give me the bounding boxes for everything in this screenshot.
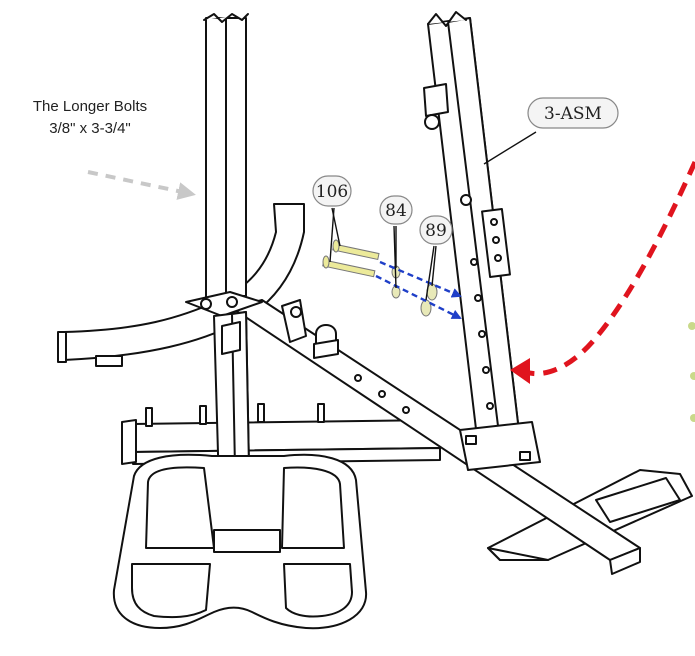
pedal-center-block: [213, 529, 281, 553]
upright-knob: [460, 194, 472, 206]
callout-bubble: [379, 195, 413, 225]
crossbar-tab: [257, 403, 265, 423]
pedal-pad: [145, 466, 215, 549]
bolt-note-title: The Longer Bolts: [32, 98, 148, 115]
bolt-head: [332, 239, 340, 253]
bolt-note-size: 3/8" x 3-3/4": [49, 120, 131, 137]
beam-clamp-ring: [313, 339, 339, 359]
diagonal-main-beam-side: [609, 547, 641, 575]
callout-bubble: [312, 175, 352, 207]
upright-hole: [478, 330, 486, 338]
lower-stem-link: [221, 321, 241, 355]
callout-leaders: [329, 131, 537, 301]
bracket-hole: [290, 306, 302, 318]
upright-break: [427, 11, 467, 27]
plate-hole: [494, 254, 502, 262]
bolt-note: The Longer Bolts 3/8" x 3-3/4": [0, 96, 180, 140]
bolt-106-upper: [332, 243, 380, 261]
move-arrow-head: [510, 358, 530, 384]
right-base-foot-plate: [595, 477, 681, 523]
beam-hole: [402, 406, 410, 414]
callout-89-label: 89: [425, 221, 447, 241]
callout-assembly-label: 3-ASM: [544, 104, 602, 124]
upright-base-bracket: [459, 421, 541, 471]
rear-crossbar-end: [121, 419, 137, 465]
offscreen-part: [688, 322, 695, 330]
bolt-106-lower: [322, 259, 376, 278]
junction-bolt: [200, 298, 212, 310]
junction-plate: [185, 291, 263, 317]
callout-106-label: 106: [316, 182, 348, 202]
pedal-pad: [283, 563, 353, 618]
crossbar-tab: [199, 405, 207, 425]
upright-hole: [486, 402, 494, 410]
offscreen-part: [690, 372, 695, 380]
leader-89: [425, 245, 435, 301]
front-post-left: [205, 17, 227, 301]
upright-hole: [470, 258, 478, 266]
insert-arrow-lower: [375, 274, 462, 320]
leader-assembly: [483, 131, 537, 165]
callout-84-label: 84: [385, 201, 407, 221]
washer-89: [420, 299, 432, 317]
machine-frame: [57, 11, 693, 630]
pedal-pad: [131, 563, 211, 619]
rear-crossbar: [132, 419, 441, 453]
insert-arrow-upper: [379, 260, 462, 298]
bracket-bolt: [519, 451, 531, 461]
beam-hole: [354, 374, 362, 382]
bolt-head: [322, 255, 330, 269]
upright-clamp: [423, 83, 449, 117]
pedal-pad: [281, 466, 345, 549]
callout-bubble: [527, 97, 619, 129]
arm-pad: [95, 355, 123, 367]
upright-hole: [474, 294, 482, 302]
callout-106: 106: [312, 175, 352, 207]
front-post-right: [225, 17, 247, 297]
callout-assembly: 3-ASM: [527, 97, 619, 129]
leader-106: [329, 207, 335, 263]
move-arrow: [525, 160, 695, 377]
callout-84: 84: [379, 195, 413, 225]
crossbar-tab: [145, 407, 153, 427]
bolt-hint-arrow: [87, 170, 196, 200]
beam-hole: [378, 390, 386, 398]
clamp-knob: [424, 114, 440, 130]
callout-bubble: [419, 215, 453, 245]
bracket-bolt: [465, 435, 477, 445]
hardware-group: [322, 239, 462, 320]
junction-bolt: [226, 296, 238, 308]
plate-hole: [492, 236, 500, 244]
leader-84: [393, 225, 397, 289]
callout-89: 89: [419, 215, 453, 245]
post-break: [203, 13, 249, 23]
upright-hole: [482, 366, 490, 374]
left-curved-arm-end: [57, 331, 67, 363]
leader-89: [431, 245, 437, 287]
offscreen-part: [690, 414, 695, 422]
plate-hole: [490, 218, 498, 226]
left-curved-arm: [63, 203, 305, 361]
crossbar-tab: [317, 403, 325, 423]
right-base-foot-ramp: [487, 547, 549, 561]
